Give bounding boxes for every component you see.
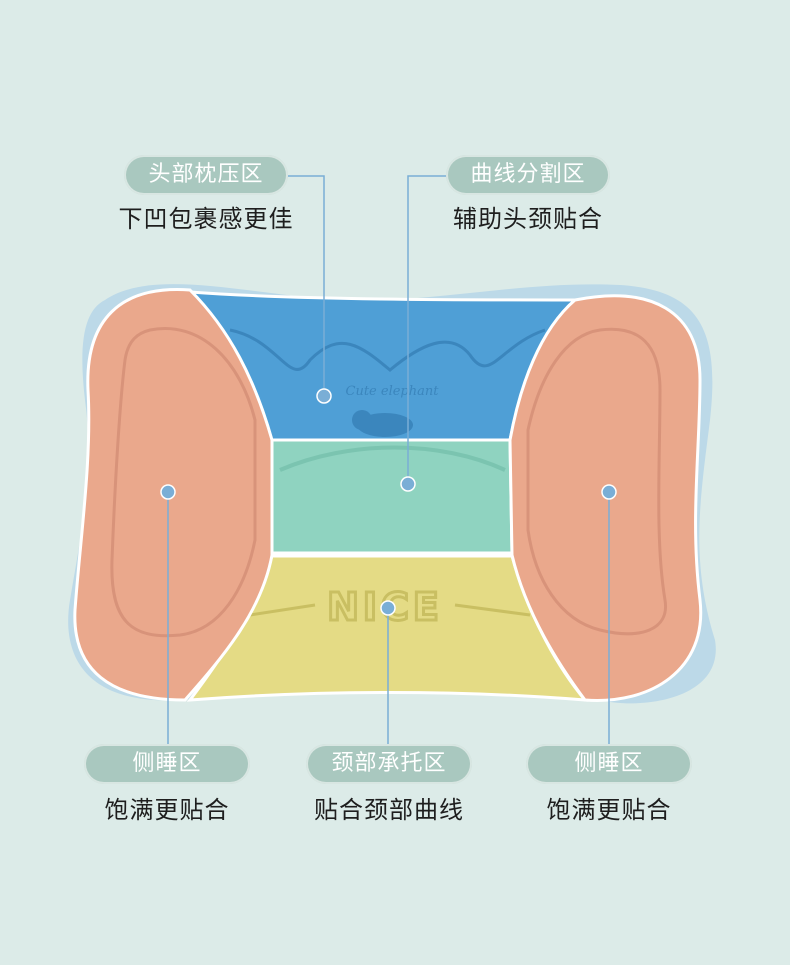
- elephant-print-icon: [352, 410, 413, 437]
- blue-zone-stitch: [229, 328, 546, 372]
- dot-head-zone: [316, 388, 332, 404]
- side-right-desc: 饱满更贴合: [546, 796, 672, 824]
- green-zone-band: [279, 445, 506, 472]
- yellow-zone-stitch: [249, 603, 531, 617]
- leader-line-head: [288, 175, 325, 396]
- side-right-title: 侧睡区: [526, 744, 692, 784]
- neck-zone-title: 颈部承托区: [306, 744, 472, 784]
- neck-zone-desc: 贴合颈部曲线: [314, 796, 464, 824]
- elephant-print-text: Cute elephant: [346, 384, 440, 399]
- dot-neck-zone: [380, 600, 396, 616]
- head-zone-title: 头部枕压区: [124, 155, 288, 195]
- side-left-desc: 饱满更贴合: [104, 796, 230, 824]
- side-left-title: 侧睡区: [84, 744, 250, 784]
- dot-curve-zone: [400, 476, 416, 492]
- dot-side-right: [601, 484, 617, 500]
- side-zone-right-stitch: [526, 327, 668, 636]
- dot-side-left: [160, 484, 176, 500]
- curve-zone-title: 曲线分割区: [446, 155, 610, 195]
- leader-lines: [167, 175, 610, 744]
- head-zone-desc: 下凹包裹感更佳: [118, 205, 294, 233]
- side-zone-left-stitch: [110, 327, 257, 638]
- curve-zone-desc: 辅助头颈贴合: [453, 205, 603, 233]
- leader-line-curve: [407, 175, 446, 484]
